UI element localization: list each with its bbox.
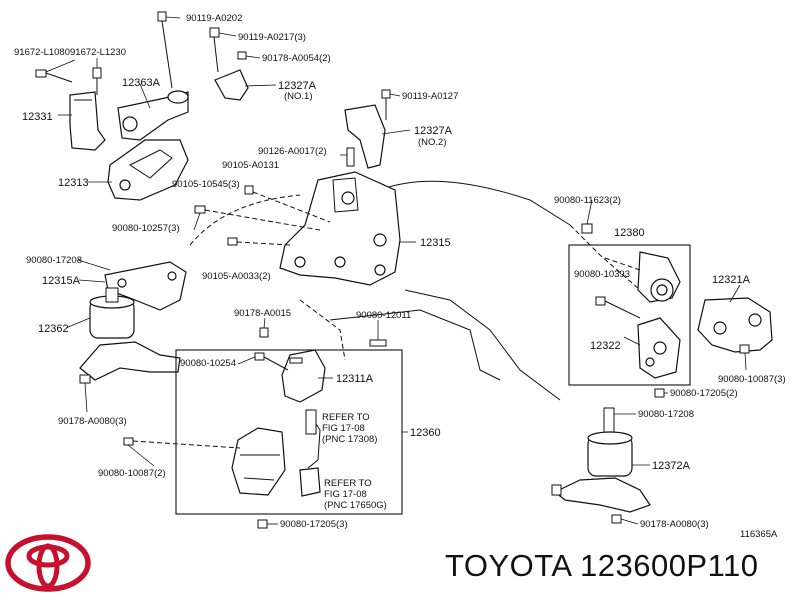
part-labels: 90119-A0202 90119-A0217(3) 90178-A0054(2… bbox=[14, 13, 786, 540]
label-12360: 12360 bbox=[410, 427, 441, 439]
bracket-12313 bbox=[107, 139, 189, 201]
label-refer2-c: (PNC 17650G) bbox=[324, 500, 387, 511]
nut-90178-A0015 bbox=[259, 327, 269, 338]
label-90119-A0202: 90119-A0202 bbox=[186, 13, 242, 24]
label-90080-10087-a: 90080-10087(3) bbox=[718, 374, 786, 385]
label-12372A: 12372A bbox=[652, 460, 691, 472]
mount-12372A bbox=[551, 407, 651, 524]
bracket-12331 bbox=[69, 91, 106, 151]
label-12315: 12315 bbox=[420, 237, 451, 249]
mount-12363A bbox=[117, 90, 189, 141]
label-90105-A0033: 90105-A0033(2) bbox=[202, 271, 271, 282]
label-91672-L1080: 91672-L1080 bbox=[14, 47, 70, 58]
engine-outline bbox=[189, 180, 641, 401]
label-90080-10257: 90080-10257(3) bbox=[112, 223, 180, 234]
bolts-upper-left bbox=[35, 11, 173, 95]
label-12311A: 12311A bbox=[336, 373, 374, 385]
stud-90080-12011 bbox=[369, 339, 387, 347]
leader-10087-left bbox=[132, 440, 241, 449]
label-90080-17208-a: 90080-17208 bbox=[26, 255, 82, 266]
label-12362: 12362 bbox=[38, 323, 69, 335]
label-12327A-no2: 12327A bbox=[414, 125, 453, 137]
label-refer1-c: (PNC 17308) bbox=[322, 434, 377, 445]
label-90080-17205-a: 90080-17205(2) bbox=[670, 388, 738, 399]
figure-code: 116365A bbox=[740, 529, 778, 540]
label-12327A-no2-sub: (NO.2) bbox=[418, 137, 447, 148]
label-91672-L1230: 91672-L1230 bbox=[70, 47, 126, 58]
label-refer1-a: REFER TO bbox=[322, 412, 370, 423]
bolt-90080-10087-left bbox=[123, 437, 134, 446]
bracket-12327A-no2 bbox=[344, 89, 391, 169]
bolt-90080-17205-right bbox=[654, 388, 665, 398]
label-90080-17205-b: 90080-17205(3) bbox=[280, 519, 348, 530]
label-90119-A0217: 90119-A0217(3) bbox=[238, 32, 306, 43]
label-90178-A0080-a: 90178-A0080(3) bbox=[58, 416, 127, 427]
label-12380: 12380 bbox=[614, 227, 645, 239]
label-12331: 12331 bbox=[22, 111, 53, 123]
label-90080-10087-b: 90080-10087(2) bbox=[98, 468, 166, 479]
bracket-12315 bbox=[279, 171, 401, 286]
bolt-90080-17205-lower bbox=[257, 519, 268, 529]
label-90105-A0131: 90105-A0131 bbox=[222, 160, 279, 171]
toyota-logo bbox=[5, 534, 91, 592]
label-refer1-b: FIG 17-08 bbox=[322, 423, 365, 434]
bolts-12315 bbox=[194, 185, 331, 246]
page-title: TOYOTA 123600P110 bbox=[445, 548, 759, 583]
label-12322: 12322 bbox=[590, 340, 621, 352]
mount-12362 bbox=[79, 287, 181, 384]
label-12321A: 12321A bbox=[712, 274, 751, 286]
label-12315A: 12315A bbox=[42, 275, 81, 287]
label-12327A-no1: 12327A bbox=[278, 80, 317, 92]
bracket-12321A bbox=[697, 297, 773, 354]
label-90080-11623: 90080-11623(2) bbox=[554, 195, 621, 206]
label-12327A-no1-sub: (NO.1) bbox=[284, 91, 313, 102]
label-90178-A0054: 90178-A0054(2) bbox=[262, 53, 331, 64]
label-90080-10393: 90080-10393 bbox=[574, 269, 630, 280]
mount-12360-body bbox=[231, 409, 321, 497]
mount-12311A bbox=[254, 349, 326, 403]
label-90080-17208-b: 90080-17208 bbox=[638, 409, 694, 420]
label-90178-A0080-b: 90178-A0080(3) bbox=[640, 519, 709, 530]
bolt-90080-11623 bbox=[581, 223, 593, 234]
label-90105-10545: 90105-10545(3) bbox=[172, 179, 240, 190]
bracket-12327A-no1 bbox=[209, 27, 249, 101]
label-12363A: 12363A bbox=[122, 77, 161, 89]
label-refer2-a: REFER TO bbox=[324, 478, 372, 489]
label-refer2-b: FIG 17-08 bbox=[324, 489, 367, 500]
label-90119-A0127: 90119-A0127 bbox=[402, 91, 458, 102]
group-box-12380 bbox=[568, 244, 691, 386]
label-90178-A0015: 90178-A0015 bbox=[234, 308, 291, 319]
label-90080-12011: 90080-12011 bbox=[356, 310, 411, 321]
leader-lines bbox=[45, 16, 747, 525]
label-90126-A0017: 90126-A0017(2) bbox=[258, 146, 327, 157]
mount-12380 bbox=[595, 251, 681, 379]
label-90080-10254: 90080-10254 bbox=[180, 358, 236, 369]
label-12313: 12313 bbox=[58, 177, 89, 189]
